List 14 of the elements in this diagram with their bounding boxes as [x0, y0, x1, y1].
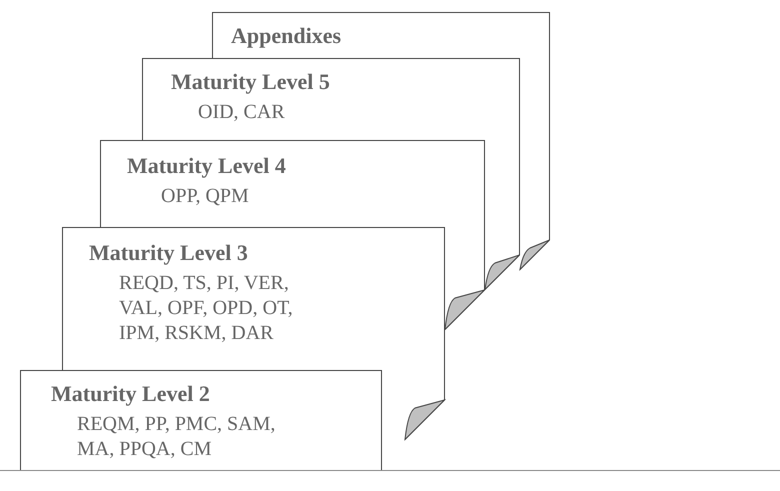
page-heading: Maturity Level 3: [89, 240, 248, 266]
document-page: [142, 58, 520, 140]
page-heading: Maturity Level 5: [171, 69, 330, 95]
document-page: [212, 12, 550, 58]
process-area-list: OID, CAR: [198, 100, 478, 125]
document-page: [100, 140, 485, 227]
document-page: [62, 227, 445, 370]
page-heading: Maturity Level 4: [127, 153, 286, 179]
process-area-list: REQD, TS, PI, VER, VAL, OPF, OPD, OT, IPM, RSKM, DAR: [119, 271, 319, 346]
process-area-list: REQM, PP, PMC, SAM, MA, PPQA, CM: [77, 412, 307, 462]
process-area-list: OPP, QPM: [161, 184, 441, 209]
page-heading: Appendixes: [231, 23, 342, 49]
document-page: [20, 370, 382, 470]
page-heading: Maturity Level 2: [51, 381, 210, 407]
